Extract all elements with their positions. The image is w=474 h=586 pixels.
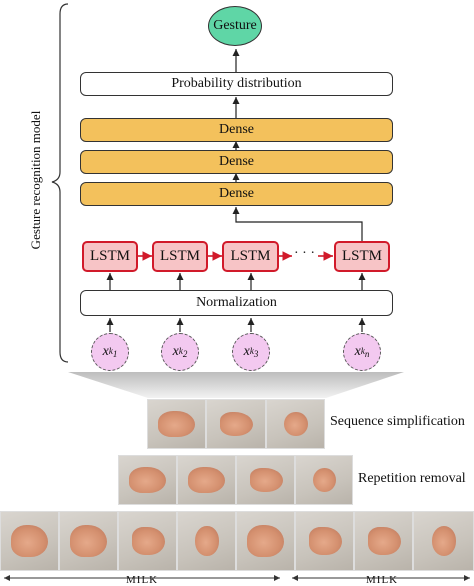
hand-photo-raw-2 bbox=[59, 511, 118, 571]
lstm-cell-3: LSTM bbox=[222, 241, 279, 272]
lstm-cell-n: LSTM bbox=[334, 241, 390, 272]
dense-layer-3: Dense bbox=[80, 182, 393, 206]
hand-photo-raw-5 bbox=[236, 511, 295, 571]
repetition-removal-label: Repetition removal bbox=[358, 471, 466, 486]
milk-label-1: MILK bbox=[126, 574, 159, 586]
hand-photo-dedup-4 bbox=[295, 455, 353, 505]
hand-photo-dedup-1 bbox=[118, 455, 177, 505]
hand-photo-simplified-1 bbox=[147, 399, 206, 449]
hand-photo-dedup-3 bbox=[236, 455, 295, 505]
hand-photo-raw-1 bbox=[0, 511, 59, 571]
hand-photo-raw-6 bbox=[295, 511, 354, 571]
probability-distribution-layer: Probability distribution bbox=[80, 72, 393, 96]
hand-photo-raw-3 bbox=[118, 511, 177, 571]
sequence-simplification-label: Sequence simplification bbox=[330, 414, 465, 429]
lstm-ellipsis: · · · bbox=[294, 246, 315, 261]
dense-layer-1: Dense bbox=[80, 118, 393, 142]
dense-layer-2: Dense bbox=[80, 150, 393, 174]
hand-photo-simplified-2 bbox=[206, 399, 266, 449]
hand-photo-dedup-2 bbox=[177, 455, 236, 505]
normalization-layer: Normalization bbox=[80, 290, 393, 316]
model-brace bbox=[51, 3, 69, 363]
projection-fan bbox=[68, 372, 404, 398]
hand-photo-simplified-3 bbox=[266, 399, 325, 449]
hand-photo-raw-4 bbox=[177, 511, 236, 571]
lstm-cell-1: LSTM bbox=[82, 241, 138, 272]
gesture-output-node: Gesture bbox=[208, 6, 262, 46]
lstm-cell-2: LSTM bbox=[152, 241, 208, 272]
model-side-label: Gesture recognition model bbox=[28, 110, 43, 250]
milk-label-2: MILK bbox=[366, 574, 399, 586]
hand-photo-raw-7 bbox=[354, 511, 413, 571]
hand-photo-raw-8 bbox=[413, 511, 474, 571]
